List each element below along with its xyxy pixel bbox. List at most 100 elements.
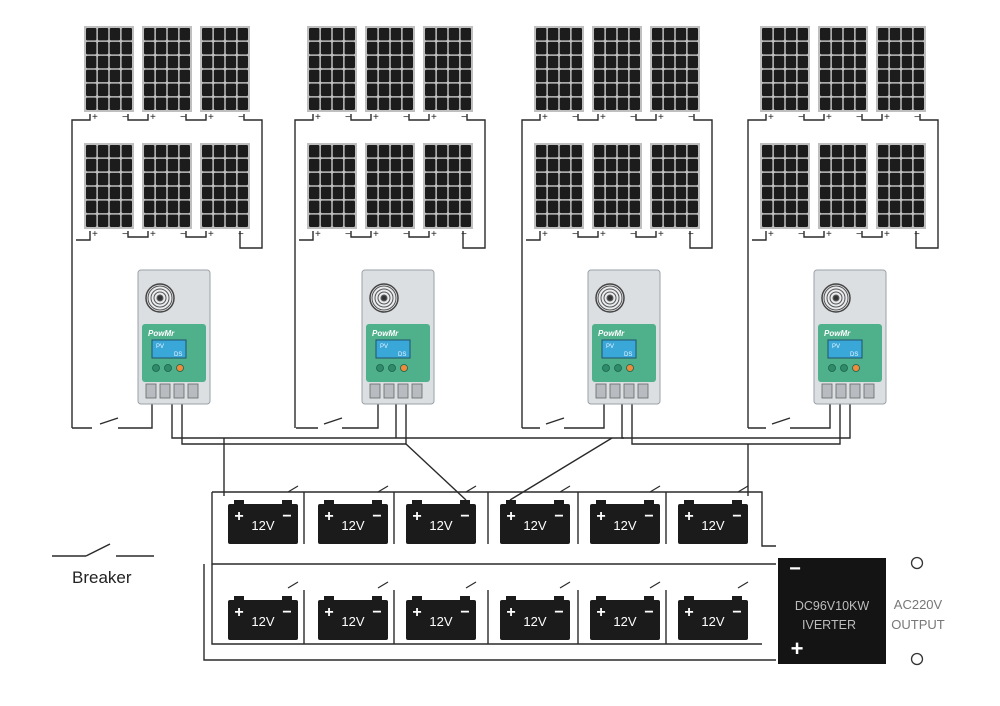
battery-plus-icon: + [684, 508, 693, 525]
panel-minus-terminal: − [461, 229, 467, 240]
battery-breaker-switch [377, 485, 389, 493]
battery: +−12V [500, 581, 571, 640]
battery-body [590, 504, 660, 544]
controller-button-icon [376, 364, 384, 372]
battery-voltage-label: 12V [341, 614, 364, 629]
panel-string-wire [294, 114, 314, 428]
battery-minus-icon: − [460, 604, 469, 621]
solar-panel: +− [592, 26, 642, 123]
battery-plus-icon: + [324, 508, 333, 525]
panel-plus-terminal: + [542, 229, 548, 240]
controller-button-icon [840, 364, 848, 372]
battery-post-positive [596, 500, 606, 505]
battery-post-positive [596, 596, 606, 601]
dc-bus-wire [405, 443, 467, 501]
battery-minus-icon: − [554, 604, 563, 621]
panel-minus-terminal: − [238, 112, 244, 123]
panel-minus-terminal: − [238, 229, 244, 240]
solar-panel: +− [142, 26, 192, 123]
lcd-line-2: DS [850, 352, 858, 358]
controller-button-icon [626, 364, 634, 372]
solar-panel: +− [307, 26, 357, 123]
battery-minus-icon: − [644, 508, 653, 525]
battery-post-positive [324, 596, 334, 601]
terminal-block [369, 383, 381, 399]
battery-minus-icon: − [372, 508, 381, 525]
battery: +−12V [228, 485, 299, 544]
battery-plus-icon: + [684, 604, 693, 621]
breaker-switch [99, 417, 119, 425]
solar-panel: +− [650, 26, 700, 123]
panel-minus-terminal: − [572, 112, 578, 123]
panel-series-link [577, 114, 599, 121]
lcd-line-1: PV [832, 344, 840, 350]
panel-series-link [350, 114, 372, 121]
dc-bus-wire [509, 437, 613, 501]
battery-post-positive [506, 596, 516, 601]
terminal-block [637, 383, 649, 399]
controller-input-wire [118, 404, 153, 429]
controller-button-icon [828, 364, 836, 372]
battery-body [678, 504, 748, 544]
controller-button-icon [176, 364, 184, 372]
lcd-line-1: PV [606, 344, 614, 350]
battery-voltage-label: 12V [251, 614, 274, 629]
panel-minus-terminal: − [798, 229, 804, 240]
solar-panel: +− [876, 26, 926, 123]
panel-series-link [127, 231, 149, 238]
battery-post-negative [460, 500, 470, 505]
dc-bus-wire [631, 404, 841, 445]
panel-minus-terminal: − [856, 229, 862, 240]
battery-bank: +−12V+−12V+−12V+−12V+−12V+−12V+−12V+−12V… [228, 485, 749, 640]
controller-input-wire [342, 404, 379, 429]
battery-plus-icon: + [234, 604, 243, 621]
panel-plus-terminal: + [92, 229, 98, 240]
terminal-block [821, 383, 833, 399]
output-terminal-bottom [910, 652, 924, 666]
panel-plus-terminal: + [150, 229, 156, 240]
dc-bus-wire [171, 404, 624, 439]
battery-minus-icon: − [282, 508, 291, 525]
panel-plus-terminal: + [768, 112, 774, 123]
battery: +−12V [500, 485, 571, 544]
battery-plus-icon: + [234, 508, 243, 525]
controller-input-wire [564, 404, 605, 429]
panel-plus-terminal: + [658, 229, 664, 240]
solar-panel: +− [650, 143, 700, 240]
panel-string-wire [526, 231, 541, 241]
breaker-symbol-icon [52, 543, 154, 557]
battery: +−12V [590, 581, 661, 640]
dc-bus-wire [621, 404, 851, 439]
panel-plus-terminal: + [600, 112, 606, 123]
panel-series-link [408, 114, 430, 121]
battery-post-positive [234, 500, 244, 505]
lcd-line-2: DS [624, 352, 632, 358]
panel-string-wire [915, 114, 939, 249]
panel-plus-terminal: + [884, 112, 890, 123]
battery-post-negative [554, 500, 564, 505]
terminal-block [835, 383, 847, 399]
lcd-line-2: DS [398, 352, 406, 358]
terminal-block [623, 383, 635, 399]
battery-voltage-label: 12V [429, 518, 452, 533]
battery: +−12V [406, 485, 477, 544]
panel-plus-terminal: + [431, 229, 437, 240]
terminal-block [863, 383, 875, 399]
panel-plus-terminal: + [373, 112, 379, 123]
battery-post-negative [372, 500, 382, 505]
panel-minus-terminal: − [403, 229, 409, 240]
battery-bus-wire [203, 564, 776, 661]
wiring [71, 114, 939, 661]
output-terminal-top [910, 556, 924, 570]
panel-plus-terminal: + [92, 112, 98, 123]
controller-button-icon [164, 364, 172, 372]
panel-plus-terminal: + [150, 112, 156, 123]
panel-string-wire [521, 114, 541, 428]
terminal-block [397, 383, 409, 399]
battery-post-positive [412, 596, 422, 601]
controller-button-icon [400, 364, 408, 372]
terminal-block [187, 383, 199, 399]
terminal-block [145, 383, 157, 399]
inverter-minus-terminal: − [789, 558, 801, 580]
